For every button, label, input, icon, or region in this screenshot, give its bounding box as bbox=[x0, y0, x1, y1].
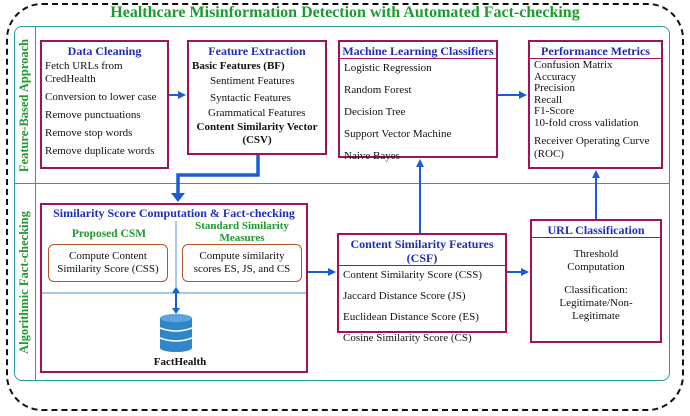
arrow-db-up-head bbox=[172, 287, 180, 293]
metrics-title: Performance Metrics bbox=[530, 42, 661, 59]
compute-css-line2: Similarity Score (CSS) bbox=[57, 263, 159, 275]
csf-box: Content Similarity Features (CSF) Conten… bbox=[337, 233, 507, 344]
proposed-csm-text: Proposed CSM bbox=[71, 228, 147, 240]
data-cleaning-item: Fetch URLs from bbox=[45, 60, 123, 72]
data-cleaning-title: Data Cleaning bbox=[67, 44, 142, 58]
classifier-item: Naive Bayes bbox=[344, 150, 400, 162]
data-cleaning-item: Remove punctuations bbox=[45, 109, 141, 121]
metric-item: F1-Score bbox=[534, 105, 575, 117]
standard-measures-line1: Standard Similarity bbox=[195, 220, 289, 232]
feature-item: Grammatical Features bbox=[208, 107, 306, 119]
metric-item: Accuracy bbox=[534, 70, 577, 83]
compute-css-box: Compute Content Similarity Score (CSS) bbox=[48, 244, 168, 282]
compute-css-line1: Compute Content bbox=[69, 250, 147, 262]
similarity-title: Similarity Score Computation & Fact-chec… bbox=[53, 206, 295, 220]
feature-based-sidebar: Feature-Based Approach bbox=[14, 26, 36, 184]
metric-item: Precision bbox=[534, 82, 575, 94]
metric-item: 10-fold cross validation bbox=[534, 116, 639, 129]
algorithmic-section bbox=[14, 183, 670, 381]
classifiers-box: Machine Learning Classifiers Logistic Re… bbox=[338, 40, 498, 162]
csf-item: Jaccard Distance Score (JS) bbox=[343, 290, 466, 302]
compute-standard-box: Compute similarity scores ES, JS, and CS bbox=[182, 244, 302, 282]
classifier-item: Logistic Regression bbox=[344, 62, 432, 74]
threshold-line1: Threshold bbox=[573, 248, 619, 260]
compute-standard-line1: Compute similarity bbox=[199, 250, 285, 262]
classifiers-title: Machine Learning Classifiers bbox=[340, 42, 496, 59]
outer-dashed-frame bbox=[6, 3, 684, 411]
metric-item: Confusion Matrix bbox=[534, 59, 613, 71]
diagram-title: Healthcare Misinformation Detection with… bbox=[110, 4, 580, 21]
standard-measures-label: Standard Similarity Measures bbox=[178, 220, 306, 244]
url-classification-title: URL Classification bbox=[532, 221, 660, 238]
metric-item: Recall bbox=[534, 93, 563, 106]
classification-line3: Legitimate bbox=[572, 310, 620, 322]
database-icon bbox=[159, 314, 193, 352]
feature-item: Sentiment Features bbox=[210, 75, 295, 87]
arrow-extraction-to-similarity bbox=[176, 155, 260, 194]
csv-label-line2: (CSV) bbox=[242, 134, 272, 146]
standard-measures-line2: Measures bbox=[219, 232, 265, 244]
csf-item: Euclidean Distance Score (ES) bbox=[343, 311, 479, 323]
metric-item: Receiver Operating Curve bbox=[534, 135, 650, 147]
url-classification-box: URL Classification Threshold Computation… bbox=[530, 219, 662, 343]
metric-item: (ROC) bbox=[534, 148, 564, 160]
data-cleaning-item: Remove duplicate words bbox=[45, 145, 155, 157]
classification-line2: Legitimate/Non- bbox=[559, 297, 633, 309]
proposed-csm-label: Proposed CSM bbox=[42, 224, 176, 242]
compute-standard-line2: scores ES, JS, and CS bbox=[193, 263, 291, 275]
arrow-extraction-to-similarity-head bbox=[171, 193, 185, 202]
feature-extraction-title: Feature Extraction bbox=[208, 44, 306, 58]
classifier-item: Decision Tree bbox=[344, 106, 406, 118]
algorithmic-sidebar: Algorithmic Fact-checking bbox=[14, 183, 36, 381]
feature-extraction-box: Feature Extraction Basic Features (BF) S… bbox=[187, 40, 327, 155]
metrics-box: Performance Metrics Confusion Matrix Acc… bbox=[528, 40, 663, 169]
classification-line1: Classification: bbox=[564, 284, 628, 296]
feature-item: Syntactic Features bbox=[210, 92, 291, 104]
classifier-item: Support Vector Machine bbox=[344, 128, 452, 140]
arrow-db-down-head bbox=[172, 308, 180, 314]
data-cleaning-item: Remove stop words bbox=[45, 127, 133, 139]
facthealth-label: FactHealth bbox=[153, 356, 207, 368]
csf-title: Content Similarity Features (CSF) bbox=[339, 235, 505, 266]
data-cleaning-box: Data Cleaning Fetch URLs from CredHealth… bbox=[40, 40, 169, 169]
csf-item: Cosine Similarity Score (CS) bbox=[343, 332, 472, 344]
csf-item: Content Similarity Score (CSS) bbox=[343, 269, 483, 281]
basic-features-label: Basic Features (BF) bbox=[192, 60, 285, 72]
threshold-line2: Computation bbox=[567, 261, 625, 273]
csv-label-line1: Content Similarity Vector bbox=[196, 121, 318, 133]
data-cleaning-item: CredHealth bbox=[45, 73, 96, 85]
data-cleaning-item: Conversion to lower case bbox=[45, 91, 157, 103]
classifier-item: Random Forest bbox=[344, 84, 412, 96]
